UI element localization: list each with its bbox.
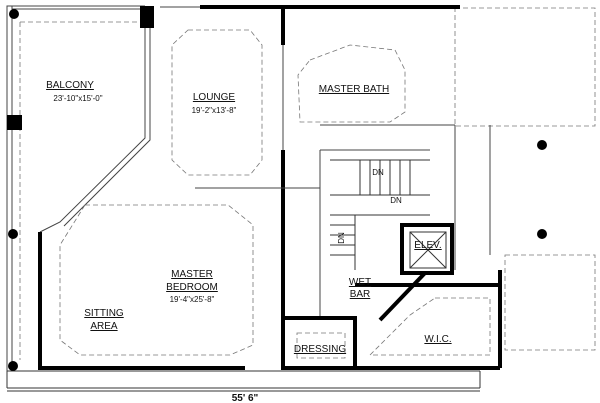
dressing-label: DRESSING (294, 344, 346, 355)
walls (38, 5, 502, 370)
wic-label: W.I.C. (424, 334, 451, 345)
room-outlines (59, 29, 491, 359)
elevator-label: ELEV. (414, 240, 441, 251)
balcony-wall (39, 6, 154, 233)
column-post (537, 140, 547, 150)
column-post (8, 361, 18, 371)
master-bath-label: MASTER BATH (319, 84, 389, 95)
balcony-label: BALCONY (46, 80, 94, 91)
balcony-size: 23'-10"x15'-0" (53, 94, 102, 103)
stairs-dn-label: DN (337, 232, 346, 244)
master-bedroom-label-line1: MASTER (171, 269, 213, 280)
elevator-shaft (409, 231, 447, 269)
staircase (330, 159, 430, 270)
stairs-dn-label: DN (390, 196, 402, 205)
lounge-size: 19'-2"x13'-8" (192, 106, 237, 115)
sitting-area-label-line1: SITTING (84, 308, 124, 319)
column-post (537, 229, 547, 239)
master-bedroom-label-line2: BEDROOM (166, 282, 218, 293)
wet-bar-label-line1: WET (349, 277, 371, 288)
sitting-area-label-line2: AREA (90, 321, 118, 332)
wet-bar-label-line2: BAR (350, 289, 371, 300)
lounge-label: LOUNGE (193, 92, 236, 103)
overall-dimension: 55' 6" (232, 393, 259, 403)
exterior-outline (6, 5, 596, 389)
master-bedroom-size: 19'-4"x25'-8" (170, 295, 215, 304)
stairs-dn-label: DN (372, 168, 384, 177)
column-post (8, 229, 18, 239)
column-post (9, 9, 19, 19)
